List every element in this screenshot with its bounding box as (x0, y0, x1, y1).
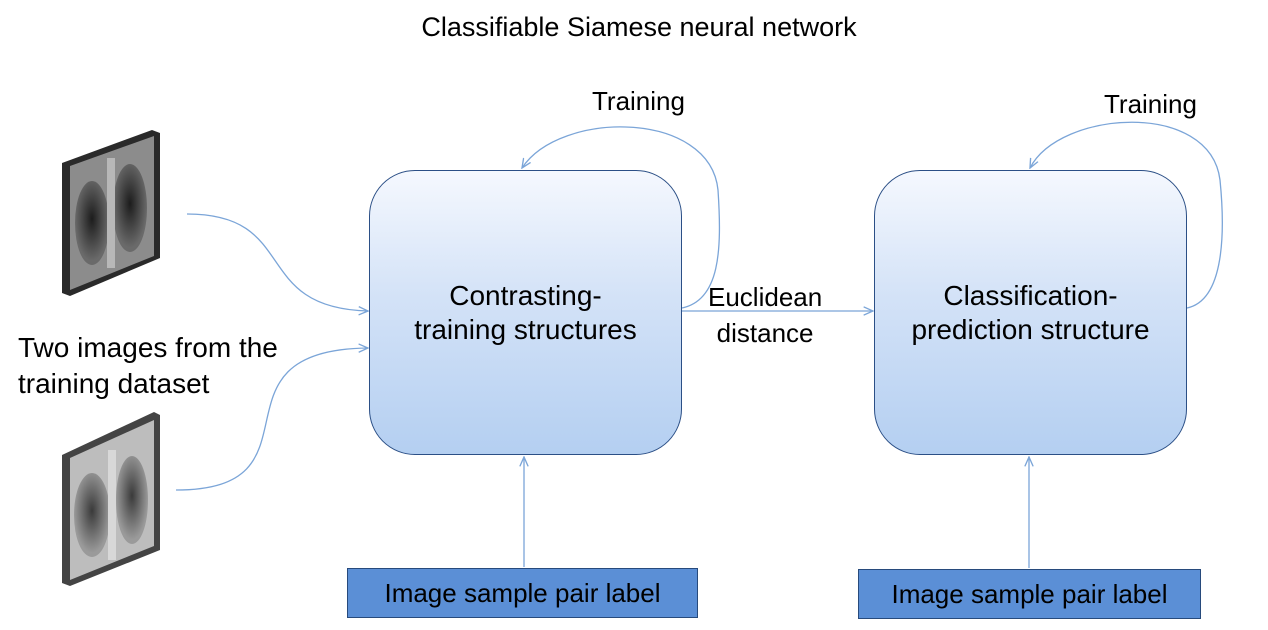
pair-label-box-left: Image sample pair label (347, 568, 698, 618)
pair-label-box-right: Image sample pair label (858, 569, 1201, 619)
input-images-caption: Two images from the training dataset (18, 330, 278, 402)
classify-box-line1: Classification- (943, 279, 1118, 311)
arrow-top-image-to-contrast (186, 213, 368, 311)
chest-xray-image-bottom (62, 412, 160, 586)
training-label-right: Training (1104, 89, 1197, 119)
diagram-title: Classifiable Siamese neural network (421, 12, 857, 42)
contrast-box-line1: Contrasting- (449, 279, 602, 311)
classification-prediction-box: Classification- prediction structure (874, 170, 1187, 455)
input-caption-line1: Two images from the (18, 332, 278, 363)
euclidean-distance-label: Euclidean distance (708, 279, 822, 351)
training-loop-left (522, 126, 721, 309)
arrow-bottom-image-to-contrast (175, 348, 368, 491)
training-label-left: Training (592, 86, 685, 116)
euclidean-line2: distance (716, 318, 814, 348)
contrast-box-line2: training structures (414, 313, 637, 345)
input-caption-line2: training dataset (18, 368, 210, 399)
classify-box-line2: prediction structure (911, 313, 1150, 345)
chest-xray-image-top (62, 130, 160, 296)
euclidean-line1: Euclidean (708, 282, 823, 312)
training-loop-right (1030, 121, 1223, 309)
contrasting-training-box: Contrasting- training structures (369, 170, 682, 455)
